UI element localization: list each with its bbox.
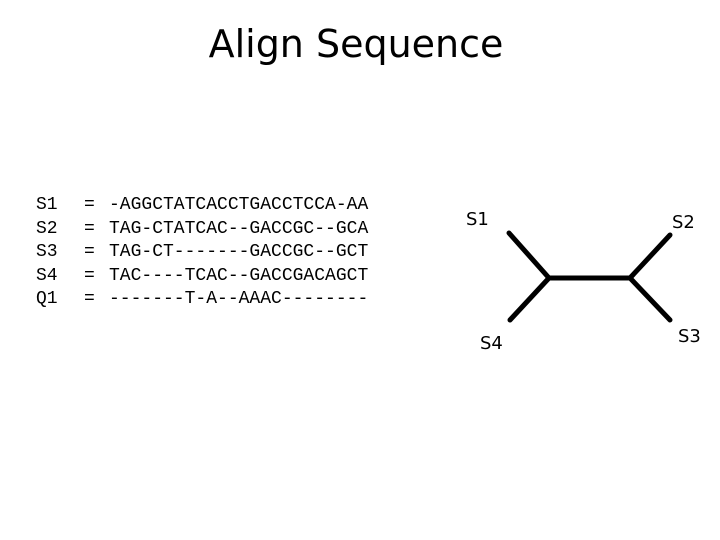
- sequence-name: S3: [36, 242, 58, 262]
- tree-edge-s2: [627, 232, 673, 281]
- sequence-string: -AGGCTATCACCTGACCTCCA-AA: [109, 195, 369, 215]
- sequence-alignment: S1 = -AGGCTATCACCTGACCTCCA-AA S2 = TAG-C…: [36, 194, 368, 312]
- sequence-string: TAC----TCAC--GACCGACAGCT: [109, 265, 369, 286]
- sequence-name: Q1: [36, 289, 58, 309]
- tree-leaf-s1: S1: [466, 209, 489, 230]
- alignment-row-s2: S2 = TAG-CTATCAC--GACCGC--GCA: [36, 218, 368, 242]
- tree-leaf-s3: S3: [678, 326, 701, 347]
- tree-edge-s1: [506, 230, 552, 281]
- sequence-string: TAG-CTATCAC--GACCGC--GCA: [109, 218, 369, 239]
- alignment-row-q1: Q1 = -------T-A--AAAC--------: [36, 288, 368, 312]
- equals-sign: =: [84, 242, 95, 262]
- page-title: Align Sequence: [208, 22, 504, 66]
- tree-leaf-s4: S4: [480, 333, 503, 354]
- equals-sign: =: [84, 265, 95, 286]
- equals-sign: =: [84, 195, 95, 215]
- equals-sign: =: [84, 218, 95, 239]
- sequence-name: S4: [36, 265, 58, 286]
- alignment-row-s4: S4 = TAC----TCAC--GACCGACAGCT: [36, 265, 368, 289]
- sequence-name: S1: [36, 195, 58, 215]
- alignment-row-s3: S3 = TAG-CT-------GACCGC--GCT: [36, 241, 368, 265]
- tree-edge-s3: [627, 275, 673, 323]
- sequence-name: S2: [36, 218, 58, 239]
- sequence-string: TAG-CT-------GACCGC--GCT: [109, 242, 369, 262]
- alignment-row-s1: S1 = -AGGCTATCACCTGACCTCCA-AA: [36, 194, 368, 218]
- tree-edges: [506, 230, 673, 323]
- tree-leaf-s2: S2: [672, 212, 695, 233]
- tree-edge-s4: [507, 275, 552, 323]
- sequence-string: -------T-A--AAAC--------: [109, 289, 369, 309]
- equals-sign: =: [84, 289, 95, 309]
